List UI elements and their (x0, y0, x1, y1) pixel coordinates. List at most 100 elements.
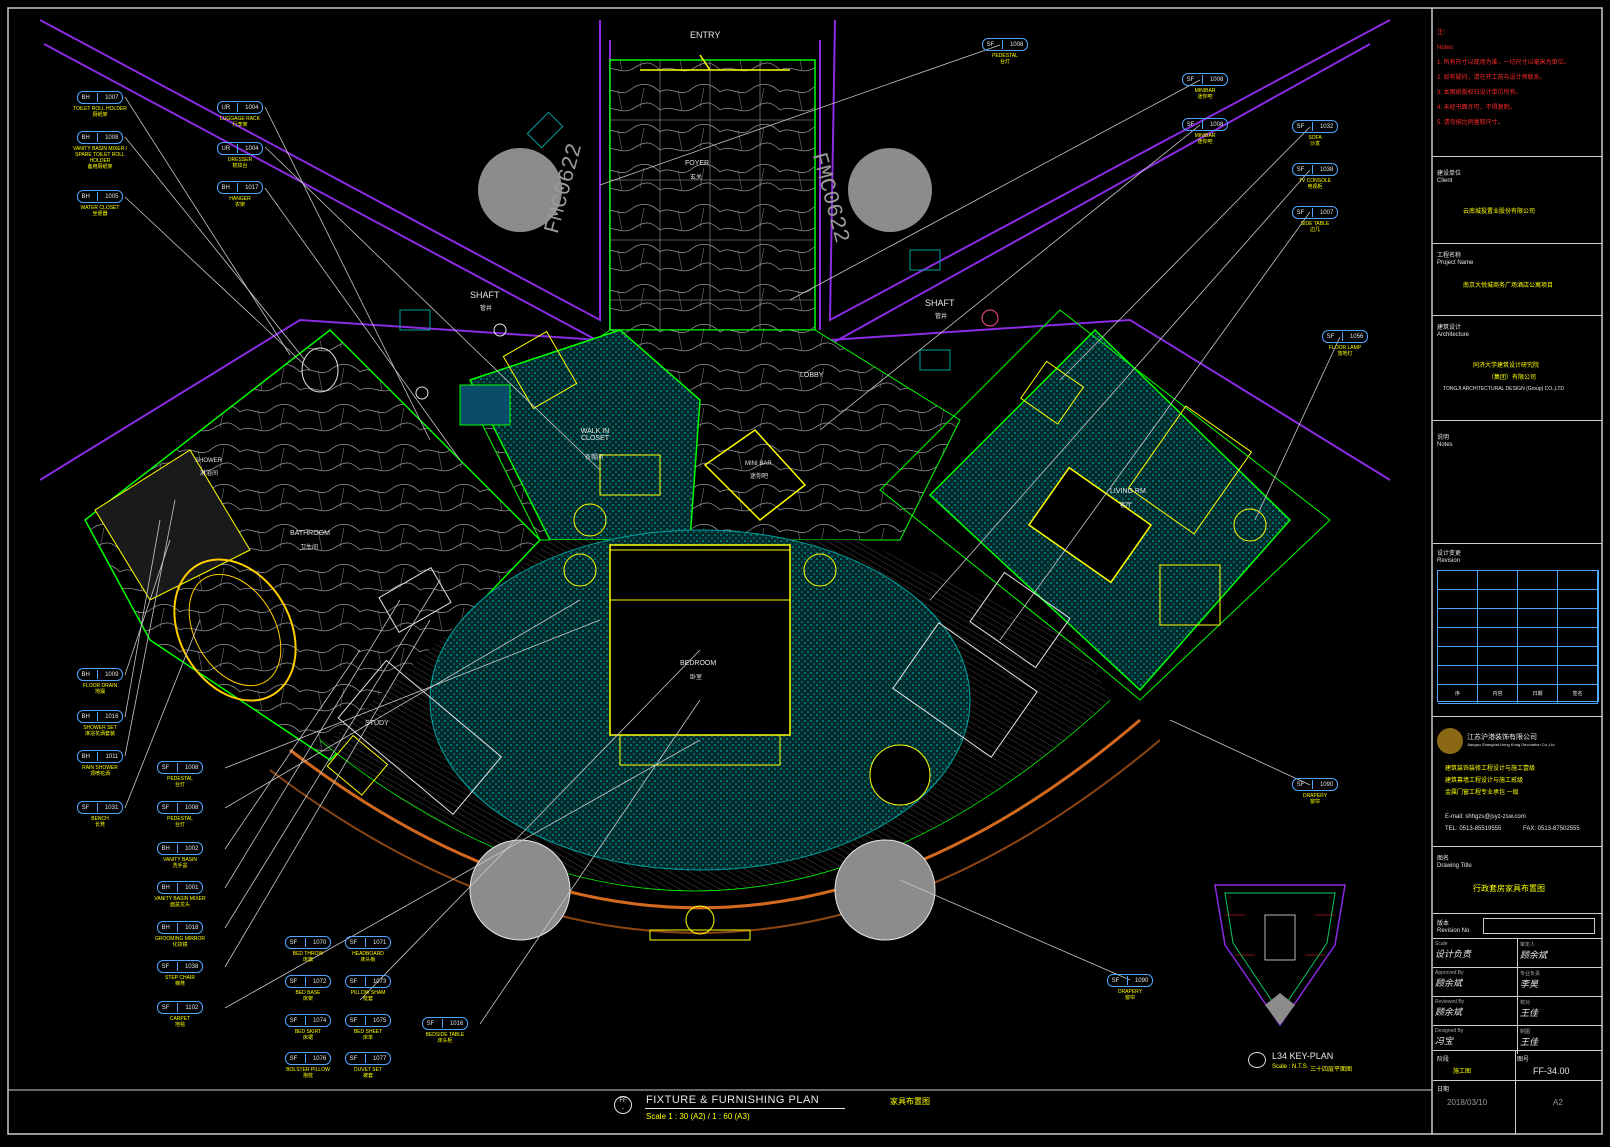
sign-b-label: 专业负责 (1520, 971, 1541, 977)
callout-label-cn: 被套 (362, 1073, 373, 1079)
revision-cell (1558, 571, 1598, 589)
arch-cn-1: 同济大学建筑设计研究院 (1473, 363, 1540, 369)
sign-b-label: 制图 (1520, 1029, 1531, 1035)
callout-number: 1008 (184, 804, 199, 811)
callout-code: BH (81, 134, 90, 141)
revision-cell (1558, 609, 1598, 627)
callout-code: BH (161, 884, 170, 891)
minibar-unit (703, 429, 807, 521)
revision-cell (1558, 666, 1598, 684)
revision-cell (1478, 571, 1518, 589)
callout-number: 1008 (1209, 121, 1224, 128)
callout-number: 1056 (1349, 333, 1364, 340)
callout-code: BH (81, 713, 90, 720)
callout-number: 1070 (312, 939, 327, 946)
company-tel: TEL: 0513-85519555 (1445, 826, 1502, 832)
plan-title-underline (645, 1108, 845, 1109)
plan-title: FIXTURE & FURNISHING PLAN (646, 1094, 820, 1106)
callout-number: 1018 (185, 924, 199, 931)
study-label: STUDY (365, 720, 389, 727)
minibar-label-cn: 迷你吧 (750, 474, 769, 480)
callout-label-cn: 边几 (1309, 227, 1320, 233)
closet-floor (468, 329, 701, 541)
bed-pillows (609, 549, 791, 601)
revision-table: 序内容日期签名 (1437, 570, 1599, 704)
callout-code: UR (221, 145, 231, 152)
sign-a-value: 顾余斌 (1435, 1007, 1463, 1017)
sheet-no: FF-34.00 (1533, 1066, 1570, 1076)
plan-tag: FF - (614, 1096, 632, 1114)
toilet (301, 347, 339, 393)
revision-row (1438, 590, 1598, 609)
client-value: 云南城投置业股份有限公司 (1463, 209, 1536, 215)
closet-stool (573, 503, 607, 537)
callout-code: BH (81, 753, 90, 760)
notes2-label-cn: 说明 (1437, 435, 1450, 441)
entry-label: ENTRY (690, 30, 721, 40)
callout-label: TV CONSOLE (1298, 178, 1332, 184)
callout-number: 1077 (372, 1055, 387, 1062)
callout-label: BED BASE (295, 990, 321, 996)
column-left (478, 148, 562, 232)
callout-number: 1007 (1319, 209, 1334, 216)
sign-b-value: 王佳 (1520, 1008, 1539, 1018)
callout-label-cn: 顶喷花洒 (89, 771, 110, 777)
bathroom-label: BATHROOM (290, 530, 330, 537)
callout-label: BEDSIDE TABLE (425, 1032, 465, 1038)
revision-row (1438, 628, 1598, 647)
revision-cell (1438, 628, 1478, 646)
note-line: 5. 请勿按比例量取尺寸。 (1437, 120, 1504, 126)
sheet-size: A2 (1553, 1098, 1563, 1107)
revision-cell: 签名 (1558, 685, 1598, 703)
callout-code: SF (289, 939, 298, 946)
shower-label: SHOWER (195, 458, 222, 464)
sign-b-value: 顾余斌 (1520, 950, 1548, 960)
revision-label-cn: 设计变更 (1437, 551, 1462, 557)
callout-code: SF (1111, 977, 1120, 984)
revision-cell: 日期 (1518, 685, 1558, 703)
callout-code: BH (161, 845, 170, 852)
callout-label-cn: 迷你吧 (1197, 94, 1213, 100)
callout-label: SIDE TABLE (1300, 221, 1330, 227)
callout-label: DRESSER (227, 157, 253, 163)
shaft-left-label-cn: 管井 (480, 306, 493, 312)
plan-tag-top: FF (619, 1098, 627, 1104)
callout-label-cn: 床旗 (302, 957, 313, 963)
bedroom-label: BEDROOM (680, 660, 717, 667)
note-line: 4. 未经书面许可，不得复制。 (1437, 105, 1516, 111)
callout-label: SOFA (1308, 135, 1322, 141)
callout-label: RAIN SHOWER (82, 765, 118, 771)
wardrobe (969, 571, 1071, 669)
company-qualifications: 建筑装饰装修工程设计与施工壹级建筑幕墙工程设计与施工贰级金属门窗工程专业承包 一… (1445, 763, 1535, 799)
revision-label: Revision (1437, 558, 1461, 564)
lobby-label: LOBBY (800, 372, 824, 379)
callout-number: 1002 (185, 845, 199, 852)
revision-cell (1518, 647, 1558, 665)
revision-cell (1478, 628, 1518, 646)
revision-cell (1558, 647, 1598, 665)
sign-a-value: 冯宝 (1435, 1036, 1454, 1046)
callout-label-cn: 迷你吧 (1197, 139, 1213, 145)
nightstand-right (803, 553, 837, 587)
callout-code: SF (1296, 781, 1305, 788)
